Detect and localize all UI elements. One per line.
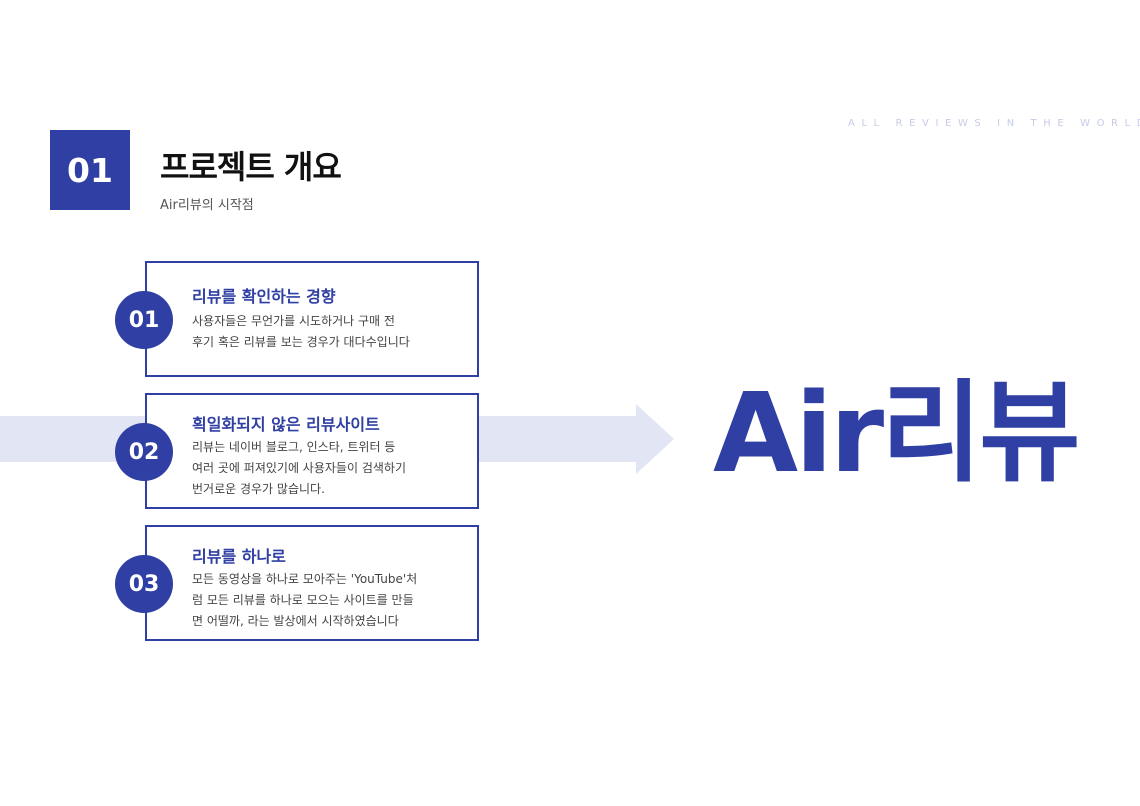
card-title: 리뷰를 확인하는 경향 bbox=[192, 287, 336, 306]
card-description-line: 면 어떨까, 라는 발상에서 시작하였습니다 bbox=[192, 614, 399, 628]
card-number-circle: 01 bbox=[115, 291, 173, 349]
section-number-badge: 01 bbox=[50, 130, 130, 210]
card-3: 리뷰를 하나로 모든 동영상을 하나로 모아주는 'YouTube'처 럼 모든… bbox=[145, 525, 479, 641]
page-title: 프로젝트 개요 bbox=[160, 148, 342, 186]
page-subtitle: Air리뷰의 시작점 bbox=[160, 198, 254, 213]
card-number-circle: 02 bbox=[115, 423, 173, 481]
card-title: 획일화되지 않은 리뷰사이트 bbox=[192, 415, 380, 434]
card-description-line: 번거로운 경우가 많습니다. bbox=[192, 482, 325, 496]
card-description: 사용자들은 무언가를 시도하거나 구매 전 후기 혹은 리뷰를 보는 경우가 대… bbox=[192, 311, 470, 353]
card-1: 리뷰를 확인하는 경향 사용자들은 무언가를 시도하거나 구매 전 후기 혹은 … bbox=[145, 261, 479, 377]
card-description: 모든 동영상을 하나로 모아주는 'YouTube'처 럼 모든 리뷰를 하나로… bbox=[192, 569, 470, 632]
card-description-line: 후기 혹은 리뷰를 보는 경우가 대다수입니다 bbox=[192, 335, 410, 349]
card-description-line: 리뷰는 네이버 블로그, 인스타, 트위터 등 bbox=[192, 440, 396, 454]
brand-logo-text: Air리뷰 bbox=[713, 369, 1080, 497]
card-number-circle: 03 bbox=[115, 555, 173, 613]
card-description-line: 여러 곳에 퍼져있기에 사용자들이 검색하기 bbox=[192, 461, 406, 475]
card-title: 리뷰를 하나로 bbox=[192, 547, 286, 566]
arrow-head-icon bbox=[636, 404, 674, 474]
card-description-line: 사용자들은 무언가를 시도하거나 구매 전 bbox=[192, 314, 395, 328]
card-description-line: 럼 모든 리뷰를 하나로 모으는 사이트를 만들 bbox=[192, 593, 414, 607]
tagline: ALL REVIEWS IN THE WORLD bbox=[848, 118, 1140, 129]
card-description-line: 모든 동영상을 하나로 모아주는 'YouTube'처 bbox=[192, 572, 418, 586]
card-description: 리뷰는 네이버 블로그, 인스타, 트위터 등 여러 곳에 퍼져있기에 사용자들… bbox=[192, 437, 470, 500]
card-2: 획일화되지 않은 리뷰사이트 리뷰는 네이버 블로그, 인스타, 트위터 등 여… bbox=[145, 393, 479, 509]
